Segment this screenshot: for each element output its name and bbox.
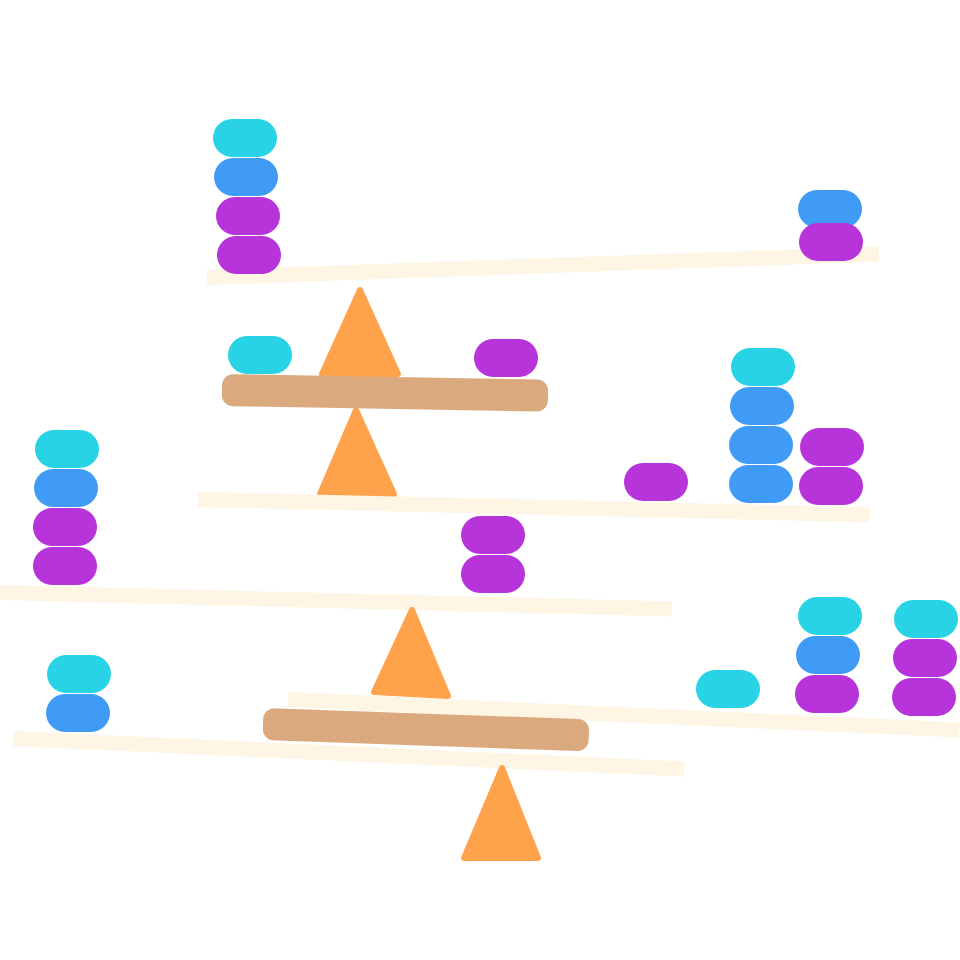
third-right-purple-block[interactable]: [800, 428, 864, 466]
fifth-right-purple-block[interactable]: [893, 639, 957, 677]
fifth-right-cyan-block[interactable]: [696, 670, 760, 708]
top-fulcrum: [319, 287, 401, 377]
third-right-blue-block[interactable]: [729, 465, 793, 503]
bottom-fulcrum: [461, 765, 541, 861]
fourth-fulcrum: [371, 607, 451, 699]
fourth-right-purple-block[interactable]: [461, 555, 525, 593]
top-left-purple-block[interactable]: [216, 197, 280, 235]
fifth-right-purple-block[interactable]: [892, 678, 956, 716]
second-right-purple-block[interactable]: [474, 339, 538, 377]
fifth-right-cyan-block[interactable]: [894, 600, 958, 638]
bottom-left-cyan-block[interactable]: [47, 655, 111, 693]
third-right-cyan-block[interactable]: [731, 348, 795, 386]
fourth-left-purple-block[interactable]: [33, 547, 97, 585]
top-left-blue-block[interactable]: [214, 158, 278, 196]
third-right-blue-block[interactable]: [730, 387, 794, 425]
fifth-right-purple-block[interactable]: [795, 675, 859, 713]
fourth-left-purple-block[interactable]: [33, 508, 97, 546]
fifth-right-blue-block[interactable]: [796, 636, 860, 674]
fourth-left-blue-block[interactable]: [34, 469, 98, 507]
top-left-purple-block[interactable]: [217, 236, 281, 274]
bottom-left-blue-block[interactable]: [46, 694, 110, 732]
second-fulcrum: [317, 407, 397, 497]
fourth-left-cyan-block[interactable]: [35, 430, 99, 468]
third-right-purple-block[interactable]: [624, 463, 688, 501]
third-right-purple-block[interactable]: [799, 467, 863, 505]
top-scale-plank: [206, 246, 879, 285]
top-right-purple-block[interactable]: [799, 223, 863, 261]
fifth-right-cyan-block[interactable]: [798, 597, 862, 635]
third-right-blue-block[interactable]: [729, 426, 793, 464]
fourth-scale-plank: [0, 585, 672, 617]
fourth-right-purple-block[interactable]: [461, 516, 525, 554]
top-right-blue-block[interactable]: [798, 190, 862, 228]
second-left-cyan-block[interactable]: [228, 336, 292, 374]
top-left-cyan-block[interactable]: [213, 119, 277, 157]
